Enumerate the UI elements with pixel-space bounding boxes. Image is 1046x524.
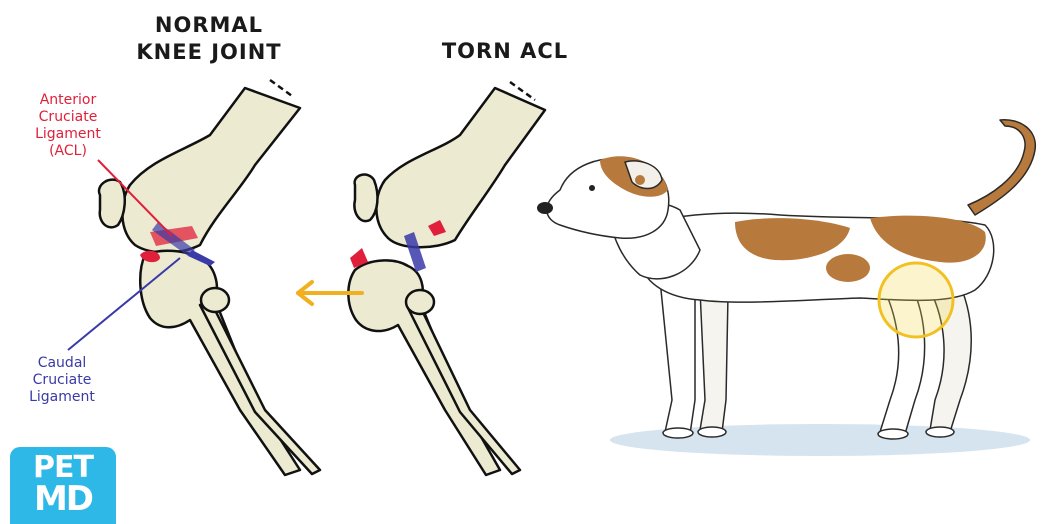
petmd-logo: PET MD xyxy=(10,447,116,524)
dog-paw-1 xyxy=(663,428,693,438)
normal-knee-illustration xyxy=(99,80,320,475)
ccl-label: Caudal Cruciate Ligament xyxy=(14,355,110,406)
normal-fibula-head xyxy=(201,288,229,312)
torn-femur xyxy=(376,88,545,247)
dog-eye xyxy=(589,185,595,191)
normal-fibula xyxy=(200,300,320,474)
dog-paw-4 xyxy=(926,427,954,437)
dog-paw-2 xyxy=(698,427,726,437)
acl-label-line2: Cruciate xyxy=(18,109,118,126)
dog-ear-spot xyxy=(635,175,645,185)
dog-paw-3 xyxy=(878,429,908,439)
ccl-label-line2: Cruciate xyxy=(14,372,110,389)
dog-tail xyxy=(968,120,1035,215)
dog-illustration xyxy=(537,120,1035,456)
torn-knee-illustration xyxy=(348,82,545,475)
normal-tibia xyxy=(140,251,300,475)
ccl-label-line1: Caudal xyxy=(14,355,110,372)
dog-nose xyxy=(537,202,553,214)
acl-label: Anterior Cruciate Ligament (ACL) xyxy=(18,92,118,160)
dog-front-leg-near xyxy=(660,280,695,434)
normal-patella xyxy=(99,180,125,228)
torn-fibula-head xyxy=(406,290,434,314)
logo-line2: MD xyxy=(10,483,116,515)
torn-fibula xyxy=(408,302,520,474)
dog-front-leg-far xyxy=(700,290,728,432)
acl-label-line1: Anterior xyxy=(18,92,118,109)
dog-patch-flank xyxy=(826,254,870,282)
ccl-label-line3: Ligament xyxy=(14,389,110,406)
torn-patella xyxy=(354,175,377,222)
knee-highlight-circle xyxy=(879,263,953,337)
acl-label-line3: Ligament xyxy=(18,126,118,143)
acl-label-line4: (ACL) xyxy=(18,143,118,160)
normal-femur xyxy=(122,88,300,253)
